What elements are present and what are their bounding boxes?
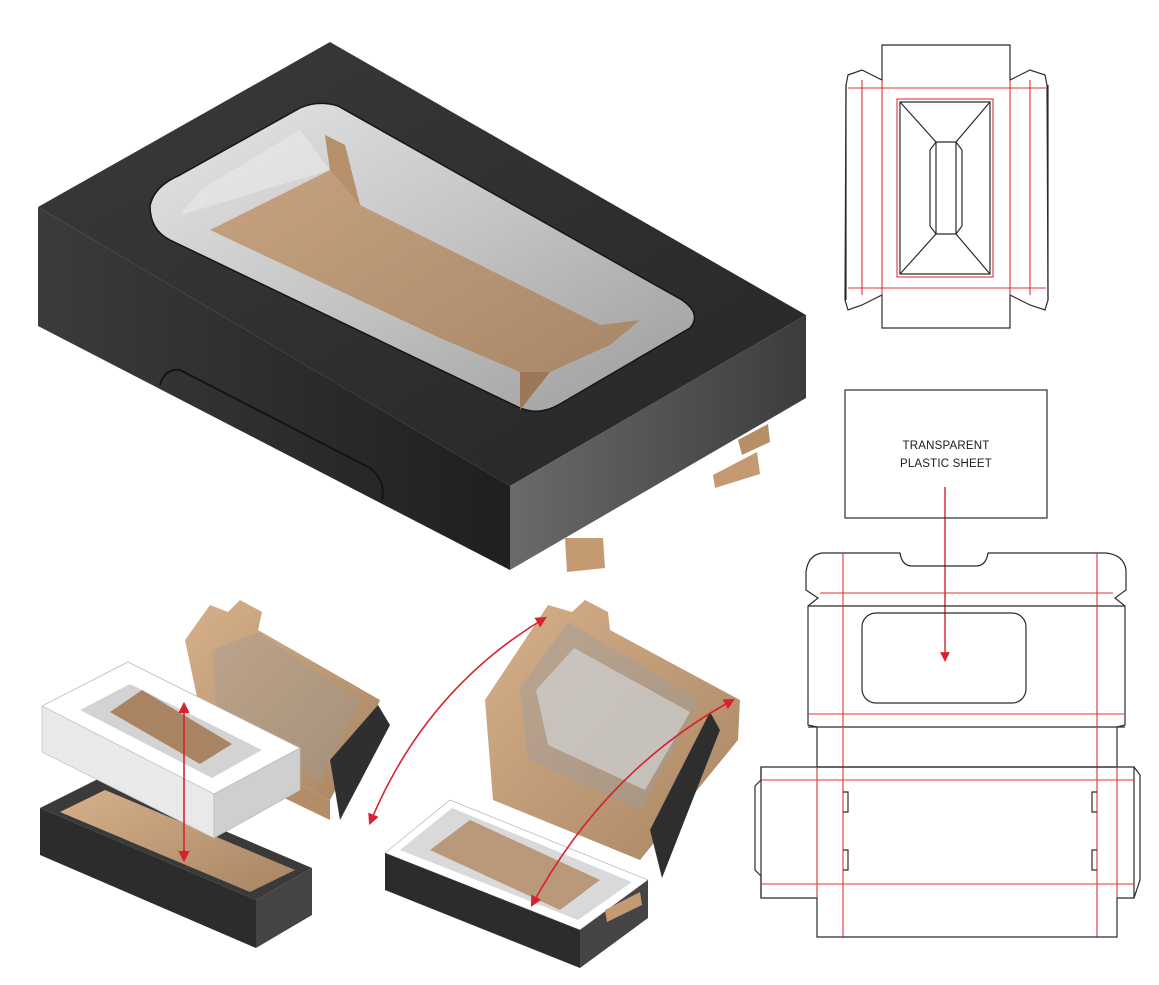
sheet-label: TRANSPARENT PLASTIC SHEET [845, 437, 1047, 473]
assembly-step-close [384, 600, 740, 968]
transparent-sheet-panel [844, 389, 1048, 519]
sheet-label-line2: PLASTIC SHEET [899, 458, 993, 470]
insert-dieline [844, 44, 1049, 329]
box-dieline [754, 552, 1141, 938]
closed-box-illustration [38, 42, 806, 572]
sheet-label-line1: TRANSPARENT [902, 440, 990, 452]
assembly-arrows [178, 487, 950, 907]
assembly-step-insert [40, 600, 390, 948]
